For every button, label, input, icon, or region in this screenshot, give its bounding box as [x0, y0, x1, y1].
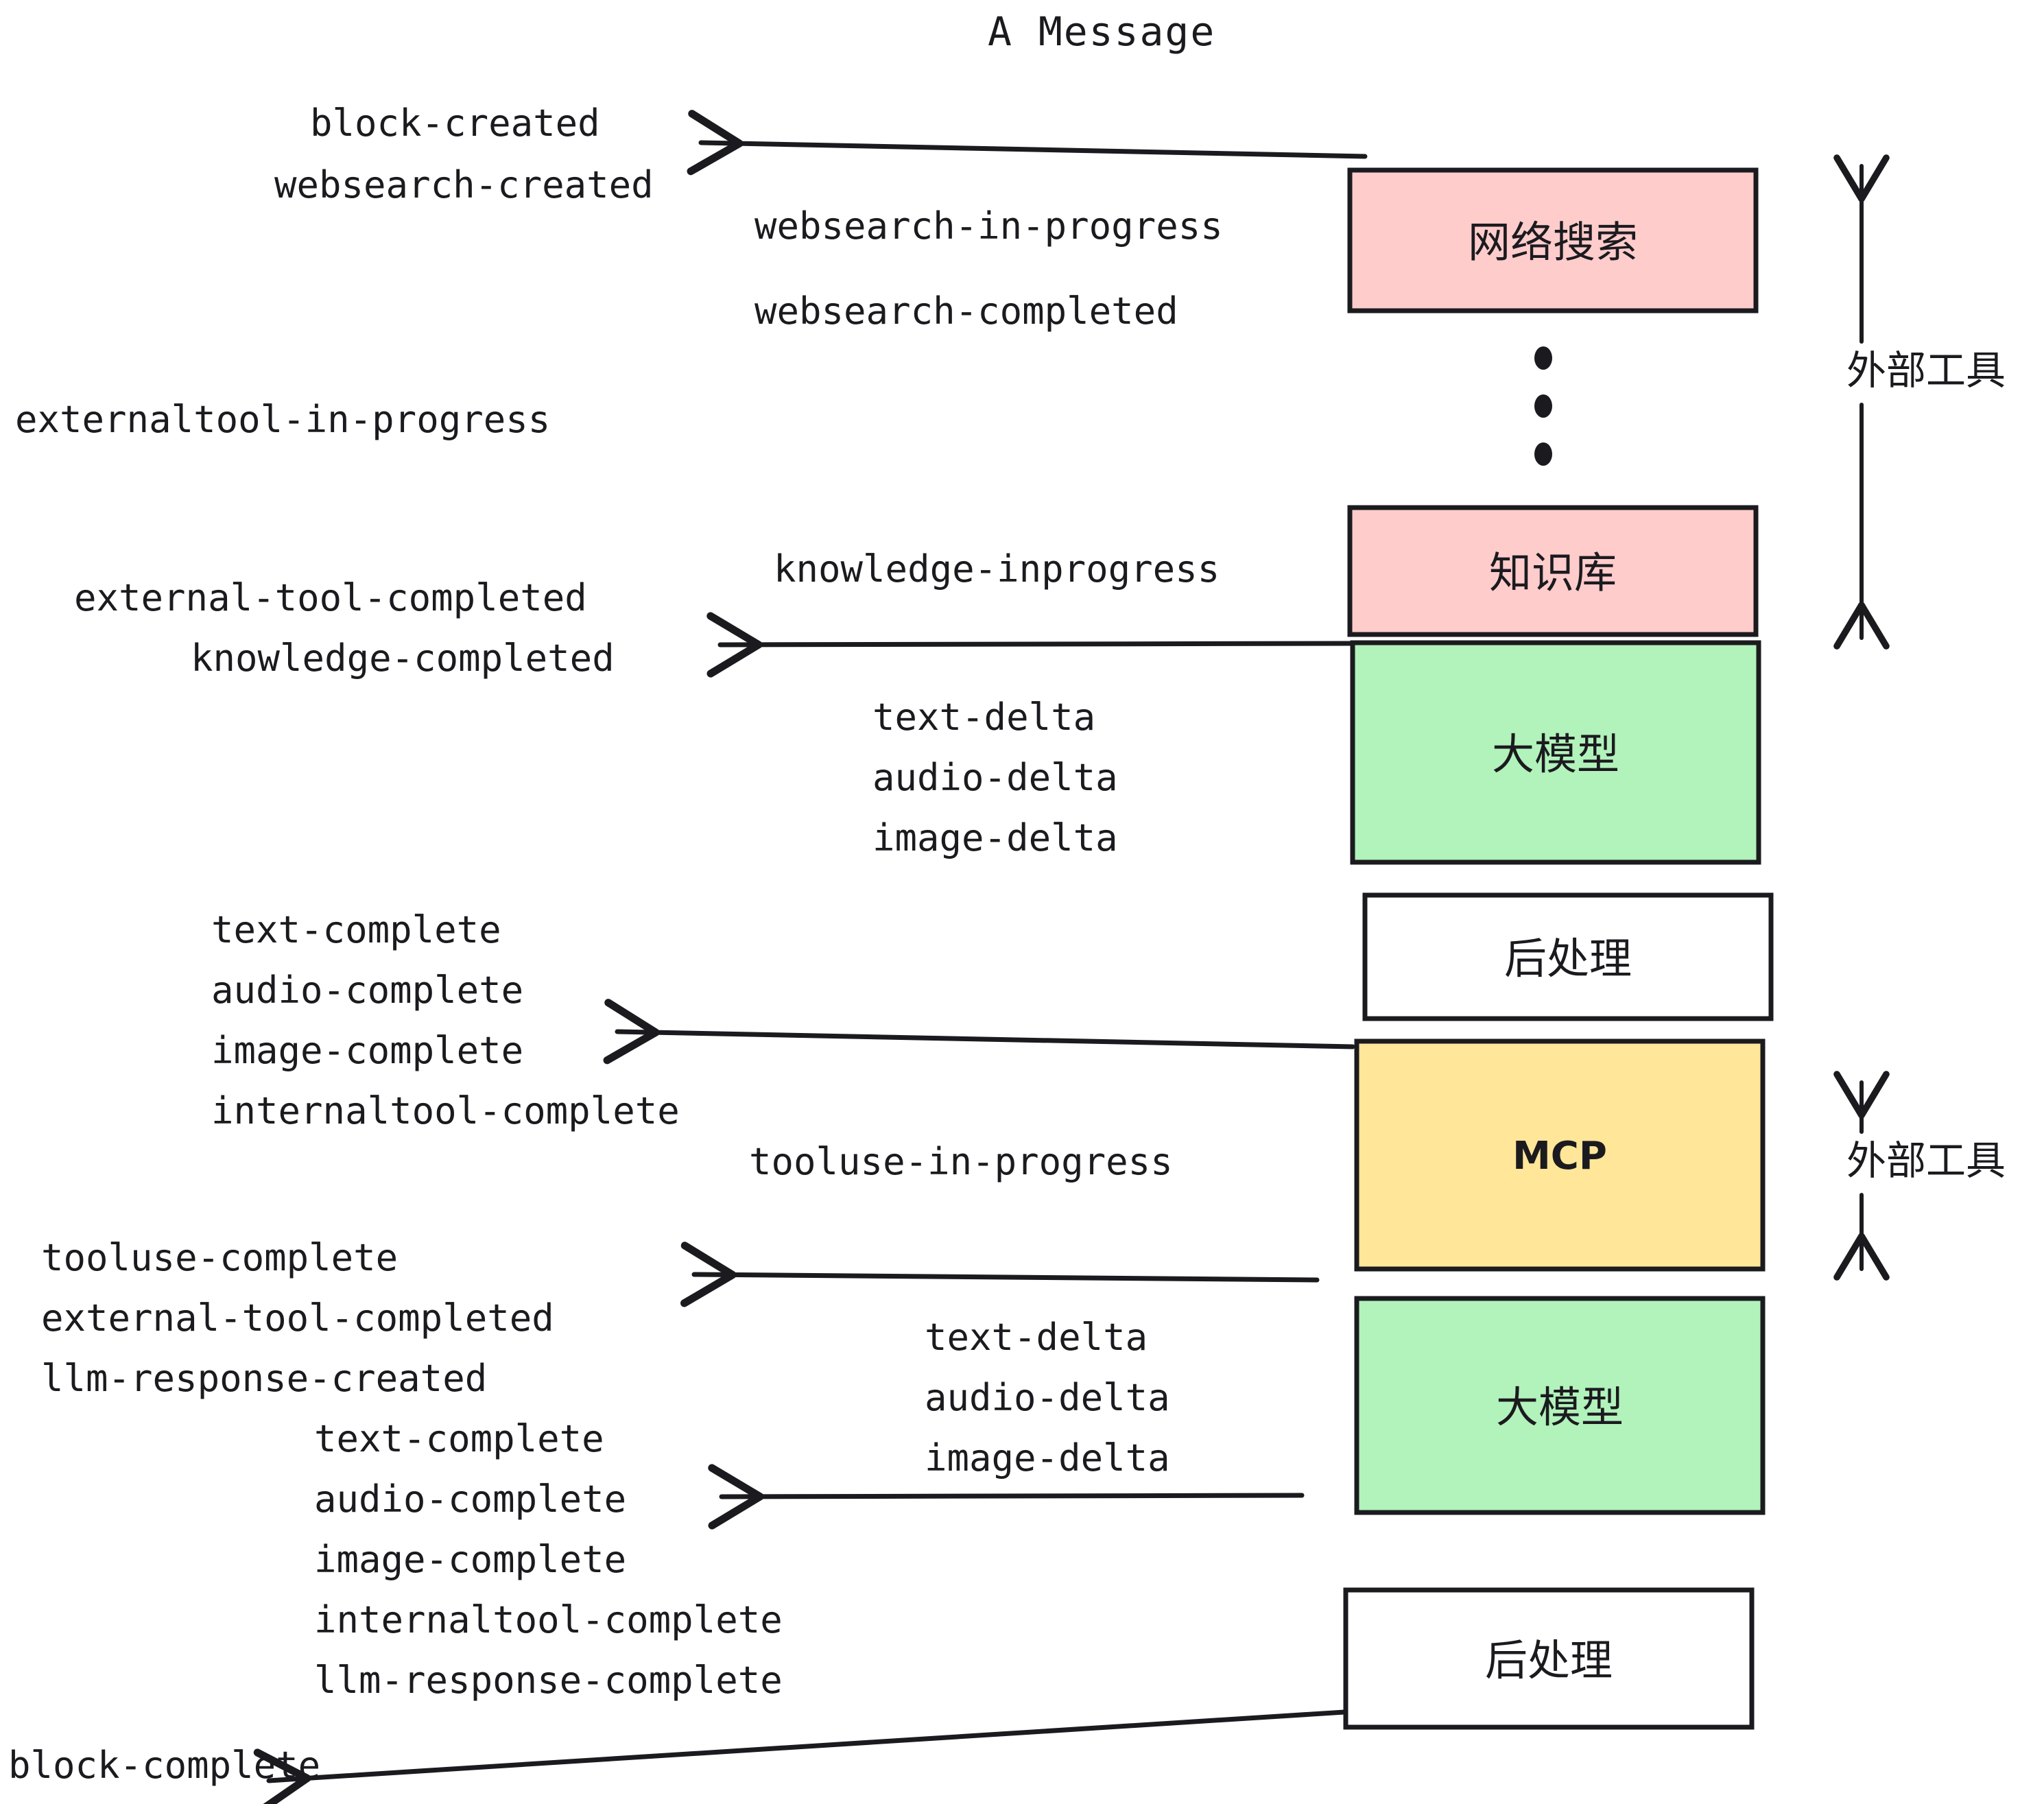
event-label-websearch-in-progress: websearch-in-progress — [754, 204, 1223, 248]
event-label-external-tool-completed-1: external-tool-completed — [74, 576, 587, 619]
node-knowledge: 知识库 — [1347, 505, 1759, 637]
node-box-websearch — [1347, 167, 1759, 313]
node-postproc-1: 后处理 — [1362, 892, 1774, 1021]
event-label-text-delta-2: text-delta — [925, 1316, 1148, 1359]
connector-knowledge-to-completed — [706, 612, 1353, 678]
node-box-llm-1 — [1350, 640, 1761, 865]
external-tools-bottom-label: 外部工具 — [1846, 1137, 2006, 1184]
node-box-llm-2 — [1354, 1296, 1766, 1515]
connector-postproc2-to-block-complete — [253, 1709, 1347, 1804]
vertical-ellipsis-icon — [1534, 346, 1552, 466]
event-label-externaltool-in-progress: externaltool-in-progress — [15, 398, 550, 441]
node-websearch: 网络搜索 — [1347, 167, 1759, 313]
connector-mcp-to-image-complete — [603, 999, 1355, 1065]
node-mcp: MCP — [1354, 1039, 1766, 1272]
node-box-postproc-1 — [1362, 892, 1774, 1021]
connector-arrows — [253, 110, 1368, 1804]
node-label-mcp: MCP — [1512, 1134, 1607, 1178]
node-label-postproc-1: 后处理 — [1504, 934, 1632, 984]
node-label-postproc-2: 后处理 — [1485, 1635, 1613, 1685]
event-label-audio-delta-2: audio-delta — [925, 1376, 1170, 1419]
event-label-list: block-created websearch-created websearch-… — [8, 102, 1223, 1787]
connector-llm2-to-audio-complete — [708, 1464, 1305, 1530]
ellipsis-dot-1 — [1534, 346, 1552, 370]
node-label-llm-1: 大模型 — [1492, 729, 1619, 779]
node-label-llm-2: 大模型 — [1496, 1382, 1624, 1432]
event-label-text-complete-2: text-complete — [314, 1417, 604, 1460]
event-label-websearch-completed: websearch-completed — [754, 289, 1178, 333]
ellipsis-dot-3 — [1534, 442, 1552, 466]
event-label-audio-complete-2: audio-complete — [314, 1477, 626, 1521]
event-label-knowledge-inprogress: knowledge-inprogress — [774, 547, 1220, 591]
external-tools-top-label: 外部工具 — [1846, 347, 2006, 394]
event-label-external-tool-completed-2: external-tool-completed — [41, 1296, 554, 1340]
connector-llm2-to-tooluse-complete — [680, 1242, 1320, 1307]
event-label-audio-delta-1: audio-delta — [872, 756, 1118, 799]
event-label-llm-response-complete: llm-response-complete — [314, 1659, 783, 1702]
event-label-text-delta-1: text-delta — [872, 696, 1095, 739]
event-label-websearch-created: websearch-created — [274, 163, 654, 206]
node-box-postproc-2 — [1343, 1587, 1755, 1730]
event-label-audio-complete-1: audio-complete — [211, 969, 523, 1012]
event-label-tooluse-complete: tooluse-complete — [41, 1236, 398, 1279]
node-label-websearch: 网络搜索 — [1468, 217, 1638, 268]
node-label-knowledge: 知识库 — [1489, 548, 1617, 598]
event-label-text-complete-1: text-complete — [211, 908, 501, 951]
event-label-image-delta-1: image-delta — [872, 816, 1118, 859]
event-label-internaltool-complete-1: internaltool-complete — [211, 1089, 680, 1132]
event-label-tooluse-in-progress: tooluse-in-progress — [749, 1140, 1173, 1183]
event-label-internaltool-complete-2: internaltool-complete — [314, 1598, 783, 1641]
event-label-block-created: block-created — [310, 102, 600, 145]
node-llm-1: 大模型 — [1350, 640, 1761, 865]
event-label-image-complete-1: image-complete — [211, 1029, 523, 1072]
ellipsis-dot-2 — [1534, 394, 1552, 418]
event-label-block-complete: block-complete — [8, 1744, 320, 1787]
event-label-image-complete-2: image-complete — [314, 1538, 626, 1581]
node-box-mcp — [1354, 1039, 1766, 1272]
connector-websearch-to-block-created — [687, 110, 1368, 176]
event-label-image-delta-2: image-delta — [925, 1436, 1170, 1480]
event-label-knowledge-completed: knowledge-completed — [191, 637, 615, 680]
page-title: A Message — [988, 8, 1215, 55]
event-label-llm-response-created: llm-response-created — [41, 1357, 487, 1400]
node-postproc-2: 后处理 — [1343, 1587, 1755, 1730]
node-llm-2: 大模型 — [1354, 1296, 1766, 1515]
node-box-knowledge — [1347, 505, 1759, 637]
